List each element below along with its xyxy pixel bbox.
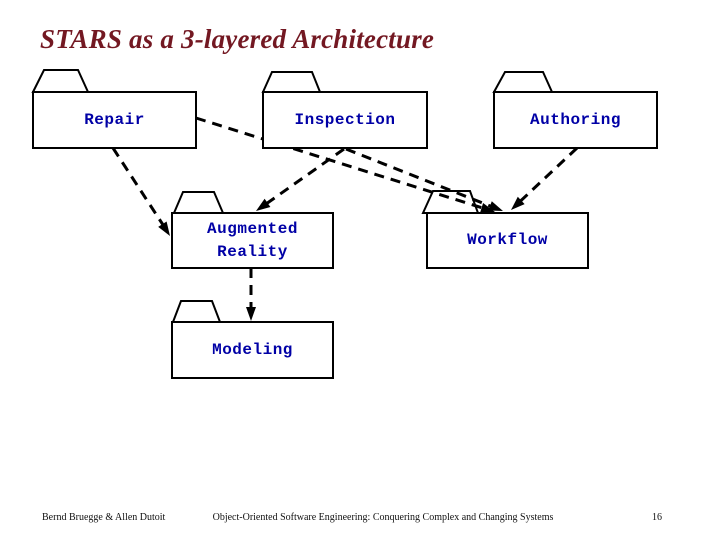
dependency-repair-to-augmented-reality [111,147,170,236]
dependency-inspection-to-augmented-reality [256,147,345,211]
dependency-authoring-to-workflow [511,146,579,210]
footer-course-title: Object-Oriented Software Engineering: Co… [212,512,554,523]
package-modeling-shape [171,300,334,379]
dependency-augmented-reality-to-modeling [246,268,256,321]
slide-title: STARS as a 3-layered Architecture [40,24,435,54]
package-inspection-shape [261,71,428,149]
footer-authors: Bernd Bruegge & Allen Dutoit [42,512,166,523]
package-augmented-reality-shape [171,191,334,269]
package-repair-shape [31,69,197,149]
dependency-inspection-to-workflow [345,147,503,211]
package-authoring-shape [492,71,658,149]
package-workflow-shape [421,190,589,269]
footer-page-number: 16 [652,512,662,523]
